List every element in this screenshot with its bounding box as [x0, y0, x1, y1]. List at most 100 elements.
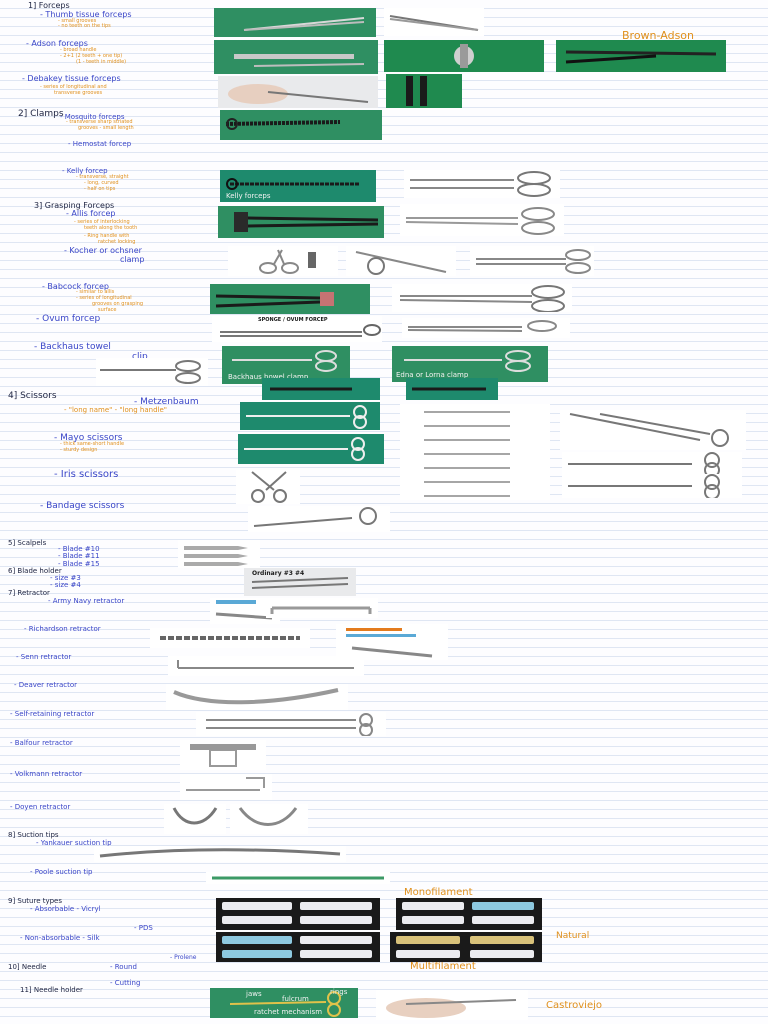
doyen-retractor-photo	[164, 804, 226, 834]
ovum-clamp-photo	[402, 318, 570, 338]
heading-grasping-forceps: 3] Grasping Forceps	[34, 201, 115, 210]
thumb-forceps-photo	[214, 8, 376, 37]
note-blade-10: - Blade #10	[58, 545, 100, 553]
scalpel-blades-photo	[178, 540, 260, 568]
note-adson-detail: (1 - teeth in middle)	[76, 59, 127, 65]
note-backhaus: - Backhaus towel	[34, 342, 111, 352]
jaws-label: jaws	[246, 990, 262, 998]
edna-photo-caption: Edna or Lorna clamp	[396, 371, 469, 379]
note-size-4: - size #4	[50, 581, 81, 589]
note-allis-detail: - Ring handle with	[84, 233, 130, 239]
kocher-clamp-photo	[228, 246, 338, 276]
heading-clamps: 2] Clamps	[18, 109, 64, 119]
note-yankauer: - Yankauer suction tip	[36, 839, 112, 847]
heading-retractor: 7] Retractor	[8, 589, 50, 597]
iris-scissors-photo-2	[562, 474, 742, 498]
label-brown-adson: Brown-Adson	[622, 29, 694, 42]
note-kelly-detail: - long, curved	[84, 180, 119, 186]
note-prolene: - Prolene	[170, 954, 197, 961]
note-iris: - Iris scissors	[54, 469, 119, 480]
thumb-forceps-photo-2	[384, 8, 484, 36]
label-monofilament: Monofilament	[404, 887, 473, 898]
note-self-retaining: - Self-retaining retractor	[10, 710, 95, 718]
edna-clamp-photo: Edna or Lorna clamp	[392, 346, 548, 382]
kocher-tip-photo	[346, 246, 456, 276]
note-blade-11: - Blade #11	[58, 552, 100, 560]
note-thumb-detail: - small grooves	[58, 18, 97, 24]
note-army-navy: - Army Navy retractor	[48, 597, 125, 605]
yankauer-suction-photo	[94, 846, 346, 862]
doyen-retractor-photo-2	[230, 804, 308, 834]
army-navy-retractor-photo-2	[266, 598, 378, 618]
note-thumb-forceps: - Thumb tissue forceps	[40, 10, 132, 19]
fulcrum-label: fulcrum	[282, 995, 309, 1003]
note-adson-forceps: - Adson forceps	[26, 39, 88, 48]
label-multifilament: Multifilament	[410, 961, 476, 972]
allis-clamp-photo	[400, 204, 564, 236]
label-castroviejo: Castroviejo	[546, 1000, 602, 1011]
metzenbaum-scissors-photo	[240, 402, 380, 430]
note-pds: - PDS	[134, 924, 153, 932]
note-debakey-detail: - series of longitudinal and	[40, 84, 107, 90]
kelly-forceps-photo: Kelly forceps	[220, 170, 376, 202]
backhaus-clip-photo	[96, 358, 208, 386]
deaver-retractor-photo	[166, 684, 348, 710]
note-volkmann: - Volkmann retractor	[10, 770, 83, 778]
mosquito-forceps-photo	[220, 110, 382, 140]
babcock-forceps-photo	[210, 284, 370, 314]
clamp-photo-small-2	[406, 378, 498, 400]
note-non-absorbable: - Non-absorbable - Silk	[20, 934, 100, 942]
note-metzenbaum-detail: - "long name" - "long handle"	[64, 406, 167, 414]
note-kocher-clamp: clamp	[120, 255, 145, 264]
absorbable-suture-photo	[216, 898, 380, 930]
note-bandage: - Bandage scissors	[40, 501, 125, 511]
babcock-clamp-photo	[392, 284, 572, 312]
note-babcock-detail: - similar to allis	[76, 289, 115, 295]
richardson-retractor-photo-2	[336, 624, 448, 660]
note-allis-detail: - series of interlocking	[74, 219, 130, 225]
kelly-photo-caption: Kelly forceps	[226, 192, 271, 200]
mayo-scissors-photo-2	[562, 452, 742, 476]
note-allis-detail: teeth along the tooth	[84, 225, 138, 231]
heading-needle-holder: 11] Needle holder	[20, 986, 83, 994]
heading-needle: 10] Needle	[8, 963, 47, 971]
note-babcock: - Babcock forcep	[42, 282, 109, 291]
note-size-3: - size #3	[50, 574, 81, 582]
note-senn: - Senn retractor	[16, 653, 72, 661]
note-debakey: - Debakey tissue forceps	[22, 74, 121, 83]
senn-retractor-photo	[168, 656, 364, 676]
mayo-scissors-photo	[238, 434, 384, 464]
allis-forceps-photo	[218, 206, 384, 238]
note-debakey-detail: transverse grooves	[54, 90, 103, 96]
note-mayo-detail: - sturdy design	[60, 447, 98, 453]
note-adson-detail: - 2+1 (2 teeth + one tip)	[60, 53, 123, 59]
note-babcock-detail: grooves on grasping	[92, 301, 144, 307]
debakey-forceps-photo	[218, 76, 378, 108]
note-metzenbaum: - Metzenbaum	[134, 397, 199, 407]
note-blade-15: - Blade #15	[58, 560, 100, 568]
note-round: - Round	[110, 963, 137, 971]
bandage-scissors-photo	[248, 506, 390, 532]
backhaus-photo-caption: Backhaus bowel clamp	[228, 373, 309, 381]
heading-scalpels: 5] Scalpels	[8, 539, 47, 547]
adson-forceps-photo	[214, 40, 378, 74]
richardson-retractor-photo	[150, 628, 310, 648]
note-absorbable: - Absorbable - Vicryl	[30, 905, 101, 913]
scissors-pair-photo	[560, 410, 746, 450]
needle-holder-photo: jaws fulcrum rings ratchet mechanism	[210, 988, 358, 1018]
note-mosquito-detail: - transverse sharp striated	[66, 119, 133, 125]
heading-suction-tips: 8] Suction tips	[8, 831, 59, 839]
note-poole: - Poole suction tip	[30, 868, 93, 876]
blade-holder-photo: Ordinary #3 #4	[244, 568, 356, 596]
kocher-full-photo	[470, 246, 594, 276]
note-hemostat: - Hemostat forcep	[68, 140, 132, 148]
note-doyen: - Doyen retractor	[10, 803, 71, 811]
adson-tips-photo	[384, 40, 544, 72]
scissors-chart-photo	[400, 404, 550, 500]
note-mosquito-detail: grooves - small length	[78, 125, 134, 131]
note-cutting: - Cutting	[110, 979, 141, 987]
monofilament-suture-photo	[396, 898, 542, 930]
note-kelly-detail: - half on tips	[84, 186, 116, 192]
backhaus-clamp-photo: Backhaus bowel clamp	[222, 346, 350, 384]
self-retaining-retractor-photo	[196, 712, 386, 736]
